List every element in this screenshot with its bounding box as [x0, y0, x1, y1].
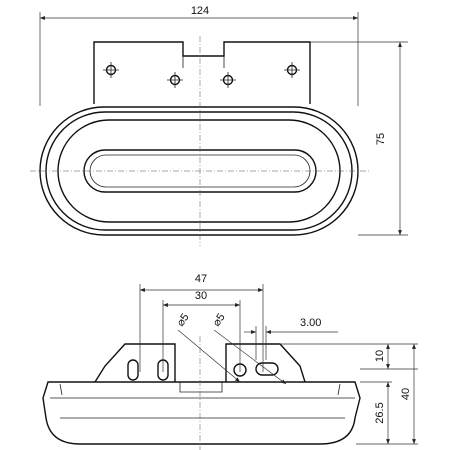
dim-hole-diameter-right: ⌀5	[211, 311, 228, 328]
dim-overall-width: 124	[191, 5, 209, 17]
lamp-body-side	[42, 381, 361, 445]
bracket-holes	[103, 62, 300, 88]
bracket-left	[94, 343, 176, 383]
dim-overall-height: 75	[375, 133, 387, 145]
dim-lamp-height: 26.5	[374, 402, 386, 423]
dim-hole-span-outer: 47	[195, 273, 207, 285]
mounting-bracket	[93, 41, 311, 104]
top-view: 124 75	[30, 5, 408, 246]
dim-total-height: 40	[400, 388, 412, 400]
dim-hole-diameter-left: ⌀5	[175, 311, 192, 328]
dim-slot-offset: 3.00	[300, 317, 321, 329]
side-view: 47 30 ⌀5 ⌀5 3.00 10 26.5 40	[42, 273, 418, 450]
dim-bracket-height: 10	[374, 350, 386, 362]
dim-hole-span-inner: 30	[195, 290, 207, 302]
